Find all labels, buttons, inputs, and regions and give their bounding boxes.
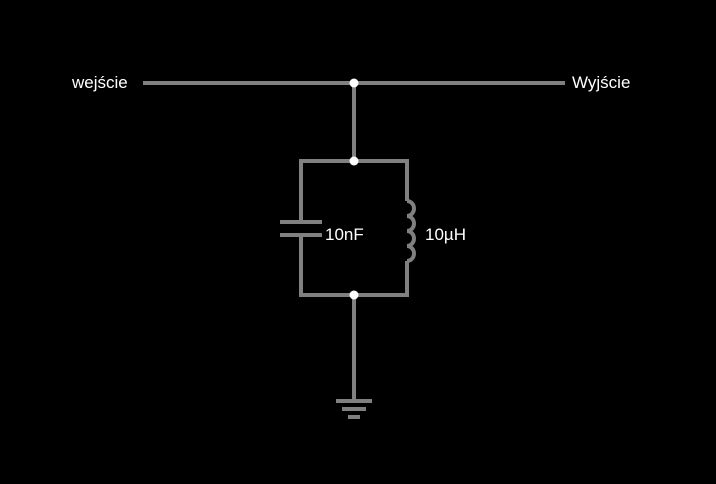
junction-node-tank-top — [349, 156, 359, 166]
ground-icon — [336, 399, 372, 419]
junction-node-tank-bottom — [349, 290, 359, 300]
output-label: Wyjście — [572, 73, 630, 92]
input-label: wejście — [71, 73, 128, 92]
capacitor — [280, 159, 322, 297]
capacitor-value-label: 10nF — [325, 225, 364, 244]
inductor-coil-icon — [406, 199, 416, 263]
inductor-value-label: 10µH — [425, 225, 466, 244]
junction-node-signal — [349, 78, 359, 88]
inductor — [405, 159, 416, 297]
